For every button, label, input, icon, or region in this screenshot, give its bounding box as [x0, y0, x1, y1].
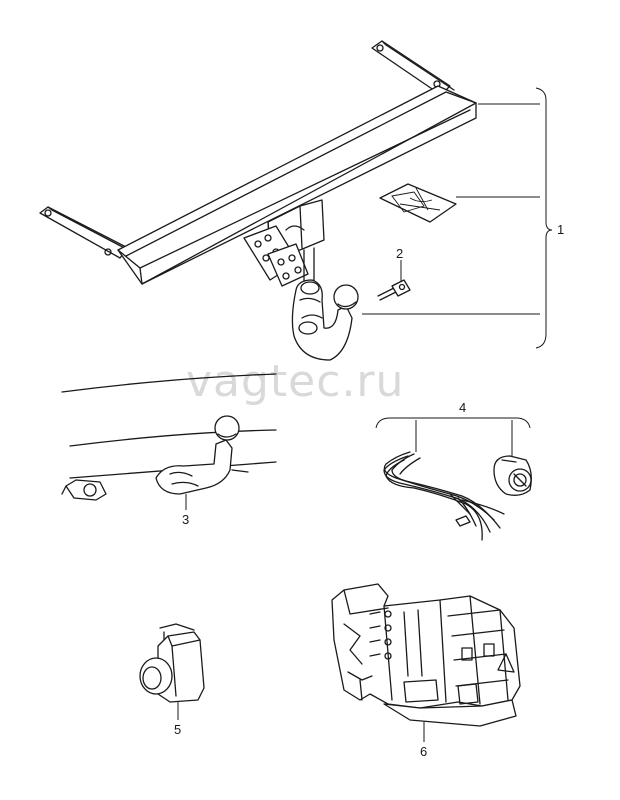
- callout-5: 5: [174, 722, 181, 737]
- control-module[interactable]: [331, 583, 521, 727]
- callout-2: 2: [396, 246, 403, 261]
- callout-1: 1: [557, 222, 564, 237]
- wiring-harness[interactable]: [375, 417, 532, 541]
- fastener-bag[interactable]: [379, 183, 457, 223]
- watermark: vagtec.ru: [186, 356, 404, 407]
- key[interactable]: [377, 279, 411, 301]
- callout-3: 3: [182, 512, 189, 527]
- callout-1-leaders: [362, 87, 553, 349]
- callout-6: 6: [420, 744, 427, 759]
- vehicle-tow-hitch[interactable]: [61, 373, 277, 501]
- callout-4: 4: [459, 400, 466, 415]
- tow-bar-assembly[interactable]: [39, 40, 477, 361]
- socket-adapter[interactable]: [139, 623, 205, 703]
